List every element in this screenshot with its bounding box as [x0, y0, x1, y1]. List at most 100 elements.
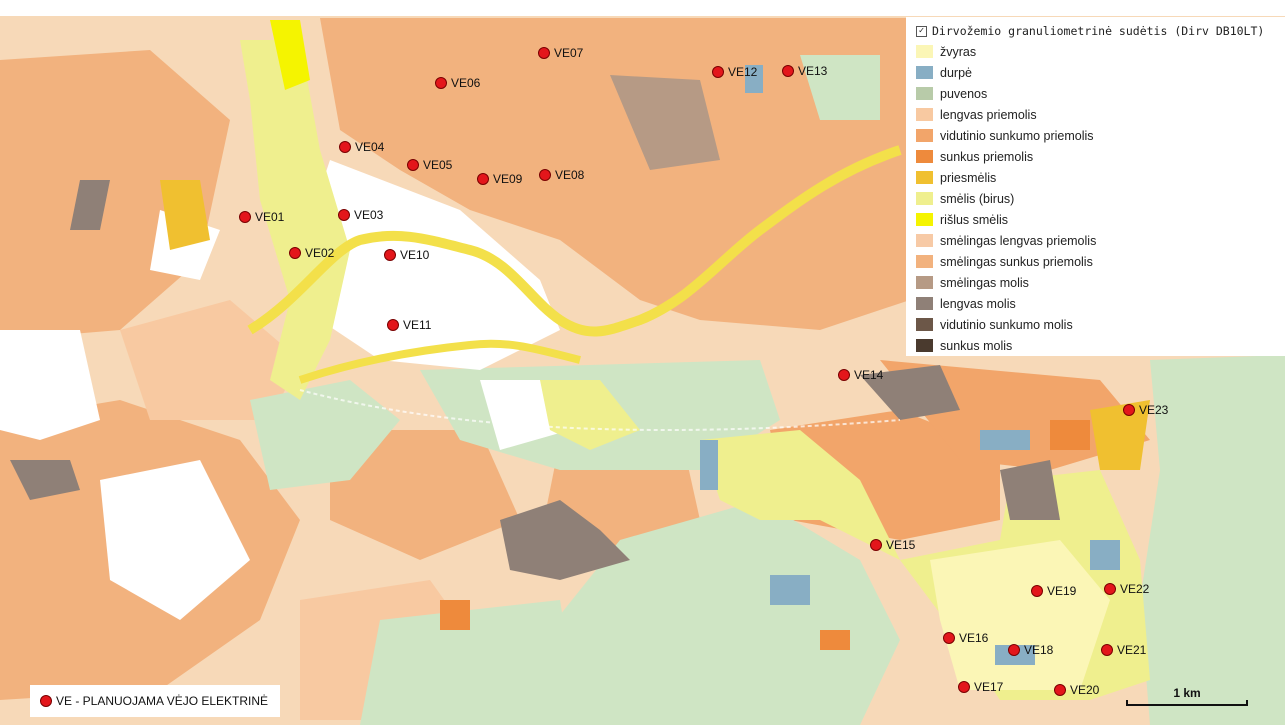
- turbine-marker[interactable]: VE07: [538, 46, 583, 60]
- forest-area: [540, 500, 900, 725]
- red-dot-icon: [1104, 583, 1116, 595]
- turbine-marker[interactable]: VE22: [1104, 582, 1149, 596]
- turbine-marker[interactable]: VE09: [477, 172, 522, 186]
- red-dot-icon: [538, 47, 550, 59]
- forest-area: [1140, 355, 1285, 725]
- peat-patch: [1090, 540, 1120, 570]
- forest-area: [360, 600, 580, 725]
- red-dot-icon: [40, 695, 52, 707]
- sand-area: [160, 180, 210, 250]
- turbine-marker[interactable]: VE18: [1008, 643, 1053, 657]
- map-key-text: VE - PLANUOJAMA VĖJO ELEKTRINĖ: [56, 694, 269, 708]
- legend-item: vidutinio sunkumo priemolis: [916, 125, 1281, 146]
- legend-item: sunkus priemolis: [916, 146, 1281, 167]
- turbine-label: VE04: [355, 140, 385, 154]
- turbine-label: VE20: [1070, 683, 1100, 697]
- legend-item-label: smėlingas molis: [940, 275, 1029, 290]
- red-dot-icon: [1054, 684, 1066, 696]
- turbine-marker[interactable]: VE20: [1054, 683, 1099, 697]
- turbine-marker[interactable]: VE13: [782, 64, 827, 78]
- legend-swatch: [916, 129, 933, 142]
- legend-swatch: [916, 213, 933, 226]
- turbine-marker[interactable]: VE05: [407, 158, 452, 172]
- clay-patch: [10, 460, 80, 500]
- red-dot-icon: [539, 169, 551, 181]
- red-dot-icon: [782, 65, 794, 77]
- turbine-label: VE14: [854, 368, 884, 382]
- turbine-label: VE16: [959, 631, 989, 645]
- turbine-label: VE19: [1047, 584, 1077, 598]
- turbine-marker[interactable]: VE04: [339, 140, 384, 154]
- turbine-label: VE17: [974, 680, 1004, 694]
- legend-item-label: rišlus smėlis: [940, 212, 1009, 227]
- turbine-marker[interactable]: VE16: [943, 631, 988, 645]
- forest-area: [800, 55, 880, 120]
- turbine-label: VE22: [1120, 582, 1150, 596]
- peat-patch: [980, 430, 1030, 450]
- legend-item-label: sunkus priemolis: [940, 149, 1034, 164]
- red-dot-icon: [477, 173, 489, 185]
- sand-area: [930, 540, 1110, 690]
- red-dot-icon: [339, 141, 351, 153]
- legend-item-label: žvyras: [940, 44, 977, 59]
- turbine-marker[interactable]: VE10: [384, 248, 429, 262]
- legend-swatch: [916, 108, 933, 121]
- top-border: [0, 0, 1285, 16]
- red-dot-icon: [943, 632, 955, 644]
- turbine-marker[interactable]: VE11: [387, 318, 431, 332]
- legend-item-label: sunkus molis: [940, 338, 1013, 353]
- legend-item: žvyras: [916, 41, 1281, 62]
- legend-item: smėlis (birus): [916, 188, 1281, 209]
- turbine-marker[interactable]: VE08: [539, 168, 584, 182]
- legend-swatch: [916, 318, 933, 331]
- legend-item-label: smėlingas sunkus priemolis: [940, 254, 1093, 269]
- turbine-marker[interactable]: VE14: [838, 368, 883, 382]
- soil-zone: [330, 430, 520, 560]
- legend-item: smėlingas molis: [916, 272, 1281, 293]
- heavy-loam-patch: [1050, 420, 1090, 450]
- legend-swatch: [916, 45, 933, 58]
- unmapped-area: [0, 330, 100, 440]
- legend-swatch: [916, 150, 933, 163]
- red-dot-icon: [239, 211, 251, 223]
- turbine-label: VE07: [554, 46, 584, 60]
- legend-swatch: [916, 339, 933, 352]
- legend-item: lengvas molis: [916, 293, 1281, 314]
- checkbox-checked-icon[interactable]: ✓: [916, 25, 927, 37]
- turbine-marker[interactable]: VE19: [1031, 584, 1076, 598]
- turbine-marker[interactable]: VE06: [435, 76, 480, 90]
- turbine-marker[interactable]: VE01: [239, 210, 284, 224]
- turbine-marker[interactable]: VE17: [958, 680, 1003, 694]
- red-dot-icon: [838, 369, 850, 381]
- unmapped-area: [310, 160, 560, 370]
- turbine-marker[interactable]: VE23: [1123, 403, 1168, 417]
- red-dot-icon: [1031, 585, 1043, 597]
- peat-patch: [770, 575, 810, 605]
- turbine-marker[interactable]: VE03: [338, 208, 383, 222]
- map-key-note: VE - PLANUOJAMA VĖJO ELEKTRINĖ: [30, 685, 281, 717]
- turbine-label: VE13: [798, 64, 828, 78]
- legend-swatch: [916, 171, 933, 184]
- legend-item: smėlingas lengvas priemolis: [916, 230, 1281, 251]
- legend-swatch: [916, 255, 933, 268]
- legend-item-label: puvenos: [940, 86, 988, 101]
- turbine-marker[interactable]: VE21: [1101, 643, 1146, 657]
- turbine-label: VE06: [451, 76, 481, 90]
- legend-item-label: lengvas priemolis: [940, 107, 1037, 122]
- legend-header[interactable]: ✓ Dirvožemio granuliometrinė sudėtis (Di…: [916, 21, 1281, 41]
- sand-area: [270, 20, 310, 90]
- red-dot-icon: [870, 539, 882, 551]
- turbine-label: VE03: [354, 208, 384, 222]
- clay-patch: [860, 365, 960, 420]
- legend-item: priesmėlis: [916, 167, 1281, 188]
- turbine-marker[interactable]: VE15: [870, 538, 915, 552]
- turbine-label: VE11: [403, 318, 432, 332]
- turbine-marker[interactable]: VE12: [712, 65, 757, 79]
- turbine-marker[interactable]: VE02: [289, 246, 334, 260]
- turbine-label: VE08: [555, 168, 585, 182]
- legend-item: rišlus smėlis: [916, 209, 1281, 230]
- turbine-label: VE21: [1117, 643, 1147, 657]
- turbine-label: VE09: [493, 172, 523, 186]
- legend-swatch: [916, 234, 933, 247]
